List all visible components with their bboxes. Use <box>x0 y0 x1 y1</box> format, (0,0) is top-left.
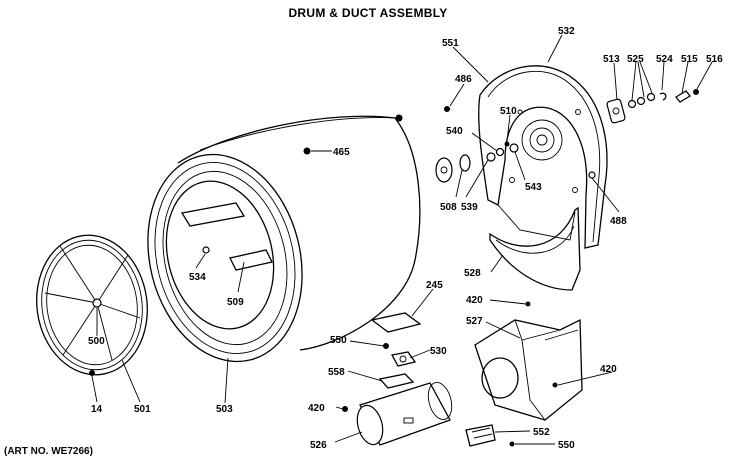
label-534: 534 <box>189 272 206 283</box>
label-515: 515 <box>681 54 698 65</box>
label-510: 510 <box>500 106 517 117</box>
label-503: 503 <box>216 404 233 415</box>
label-245: 245 <box>426 280 443 291</box>
drum-bearing-parts <box>435 106 596 183</box>
label-508: 508 <box>440 202 457 213</box>
duct-527 <box>474 301 583 421</box>
diagram-title: DRUM & DUCT ASSEMBLY <box>288 6 448 20</box>
label-488: 488 <box>610 216 627 227</box>
part-labels: 532 551 513 525 524 515 516 486 510 540 … <box>88 26 723 451</box>
label-551: 551 <box>442 38 459 49</box>
pulley-hardware <box>606 89 699 124</box>
label-540: 540 <box>446 126 463 137</box>
label-500: 500 <box>88 336 105 347</box>
label-524: 524 <box>656 54 673 65</box>
label-526: 526 <box>310 440 327 451</box>
label-513: 513 <box>603 54 620 65</box>
heater-parts <box>342 312 515 447</box>
label-527: 527 <box>466 316 483 327</box>
label-465: 465 <box>333 147 350 158</box>
duct-528 <box>489 206 581 291</box>
label-420-right: 420 <box>600 364 617 375</box>
label-550-bottom: 550 <box>558 440 575 451</box>
label-509: 509 <box>227 297 244 308</box>
drum <box>147 114 421 363</box>
label-14: 14 <box>91 404 103 415</box>
label-528: 528 <box>464 268 481 279</box>
label-516: 516 <box>706 54 723 65</box>
label-420-top: 420 <box>466 295 483 306</box>
label-539: 539 <box>461 202 478 213</box>
label-525: 525 <box>627 54 644 65</box>
art-number: (ART NO. WE7266) <box>4 446 93 457</box>
label-552: 552 <box>533 427 550 438</box>
label-501: 501 <box>134 404 151 415</box>
label-558: 558 <box>328 367 345 378</box>
label-420-left: 420 <box>308 403 325 414</box>
label-532: 532 <box>558 26 575 37</box>
label-486: 486 <box>455 74 472 85</box>
label-550-top: 550 <box>330 335 347 346</box>
label-530: 530 <box>430 346 447 357</box>
door <box>36 234 148 376</box>
label-543: 543 <box>525 182 542 193</box>
rear-bulkhead <box>478 65 608 249</box>
leader-lines <box>91 34 713 445</box>
